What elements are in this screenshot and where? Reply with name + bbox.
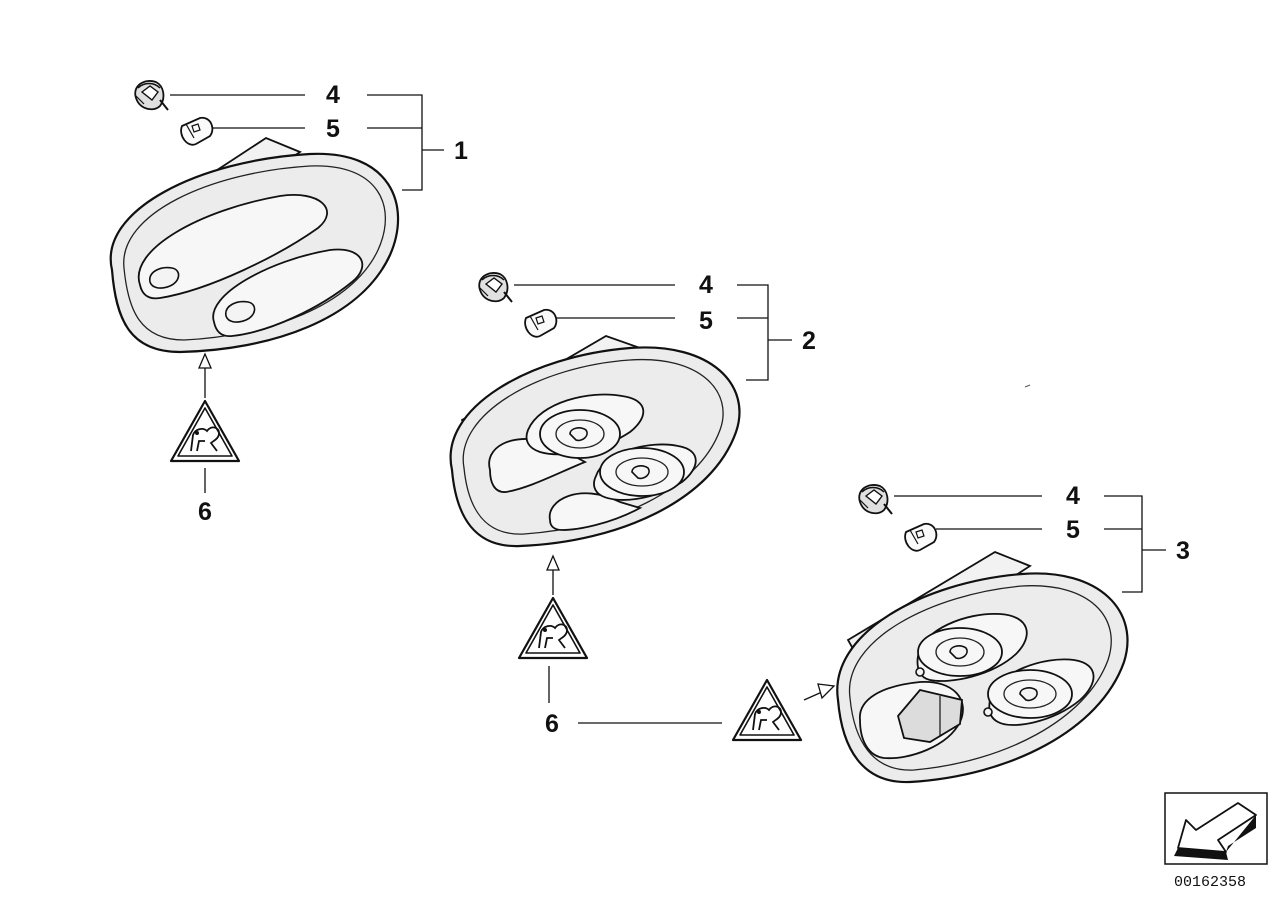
callout-4-b: 4 xyxy=(699,271,713,299)
callout-5-b: 5 xyxy=(699,307,713,335)
doc-number: 00162358 xyxy=(1174,874,1246,891)
bulb-icon xyxy=(180,116,214,146)
light-assembly-3 xyxy=(836,550,1129,784)
callout-5-c: 5 xyxy=(1066,516,1080,544)
warning-triangle-icon xyxy=(731,678,803,742)
callout-4-c: 4 xyxy=(1066,482,1080,510)
callout-5-a: 5 xyxy=(326,115,340,143)
arrow-symbol-icon xyxy=(1164,792,1268,865)
callout-3: 3 xyxy=(1176,537,1190,565)
light-assembly-2 xyxy=(449,335,741,548)
bulb-socket-icon xyxy=(858,483,893,515)
callout-4-a: 4 xyxy=(326,81,340,109)
callout-1: 1 xyxy=(454,137,468,165)
bulb-icon xyxy=(904,522,938,552)
callout-2: 2 xyxy=(802,327,816,355)
bulb-socket-icon xyxy=(478,271,513,303)
callout-6-a: 6 xyxy=(198,498,212,526)
callout-6-b: 6 xyxy=(545,710,559,738)
warning-triangle-icon xyxy=(169,399,241,463)
bulb-icon xyxy=(524,308,558,338)
light-assembly-1 xyxy=(109,136,400,354)
warning-triangle-icon xyxy=(517,596,589,660)
bulb-socket-icon xyxy=(134,79,169,111)
